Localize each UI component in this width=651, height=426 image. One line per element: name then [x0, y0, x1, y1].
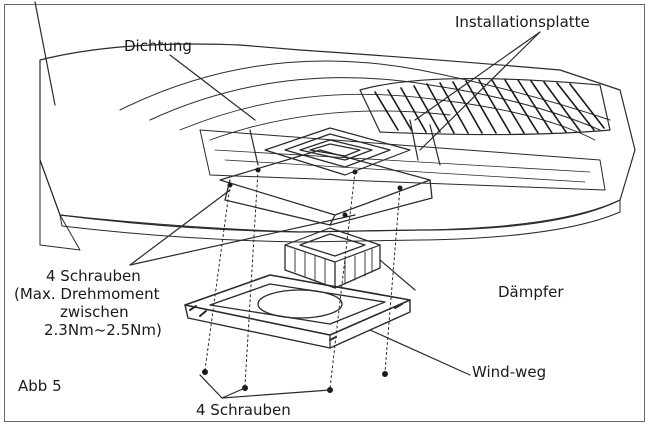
central-opening: [219, 119, 441, 226]
installation-plate-label: Installationsplatte: [455, 13, 590, 31]
installation-plate-grill: [359, 77, 611, 136]
leader-lines: [34, 1, 541, 399]
torque-line-1: (Max. Drehmoment: [14, 285, 160, 303]
damper: [284, 227, 381, 289]
wind-way-frame: [184, 274, 411, 349]
screw-guides: [204, 169, 401, 389]
screws-top-label: 4 Schrauben: [46, 267, 141, 285]
damper-label: Dämpfer: [498, 283, 564, 301]
screws: [202, 167, 403, 393]
torque-line-3: 2.3Nm~2.5Nm): [44, 321, 162, 339]
cassette-body: [39, 43, 636, 251]
seal-label: Dichtung: [124, 37, 192, 55]
figure-frame: [4, 4, 645, 422]
figure-label: Abb 5: [18, 377, 62, 395]
torque-line-2: zwischen: [60, 303, 129, 321]
wind-way-label: Wind-weg: [472, 363, 547, 381]
screws-bottom-label: 4 Schrauben: [196, 401, 291, 419]
